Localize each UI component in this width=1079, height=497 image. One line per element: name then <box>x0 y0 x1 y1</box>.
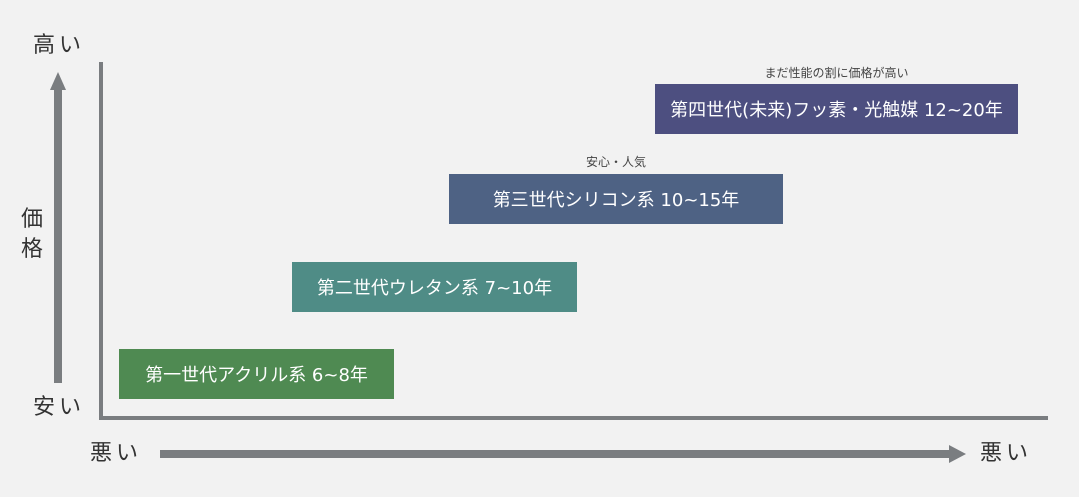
generation-3-note: 安心・人気 <box>585 155 646 169</box>
generation-2-box: 第二世代ウレタン系 7~10年 <box>292 262 577 312</box>
generation-4-box: 第四世代(未来)フッ素・光触媒 12~20年 <box>655 84 1018 134</box>
generation-4-note: まだ性能の割に価格が高い <box>764 66 909 80</box>
x-axis-left-label: 悪い <box>90 441 143 466</box>
y-axis-title: 価格 <box>20 207 43 262</box>
generation-3-box: 第三世代シリコン系 10~15年 <box>449 174 783 224</box>
x-axis-arrowhead <box>949 445 966 463</box>
generation-2-label: 第二世代ウレタン系 7~10年 <box>316 278 553 299</box>
x-axis-right-label: 悪い <box>980 441 1033 466</box>
y-axis-bottom-label: 安い <box>33 395 86 420</box>
generation-3-label: 第三世代シリコン系 10~15年 <box>492 190 740 211</box>
y-axis-arrowhead <box>50 72 66 90</box>
generation-4-label: 第四世代(未来)フッ素・光触媒 12~20年 <box>670 100 1003 121</box>
generation-1-box: 第一世代アクリル系 6~8年 <box>119 349 394 399</box>
x-axis-line <box>99 416 1048 420</box>
y-axis-line <box>99 62 103 420</box>
generation-1-label: 第一世代アクリル系 6~8年 <box>145 365 368 386</box>
x-axis-arrow-shaft <box>160 450 950 458</box>
y-axis-top-label: 高い <box>33 33 86 58</box>
y-axis-arrow-shaft <box>54 89 62 383</box>
